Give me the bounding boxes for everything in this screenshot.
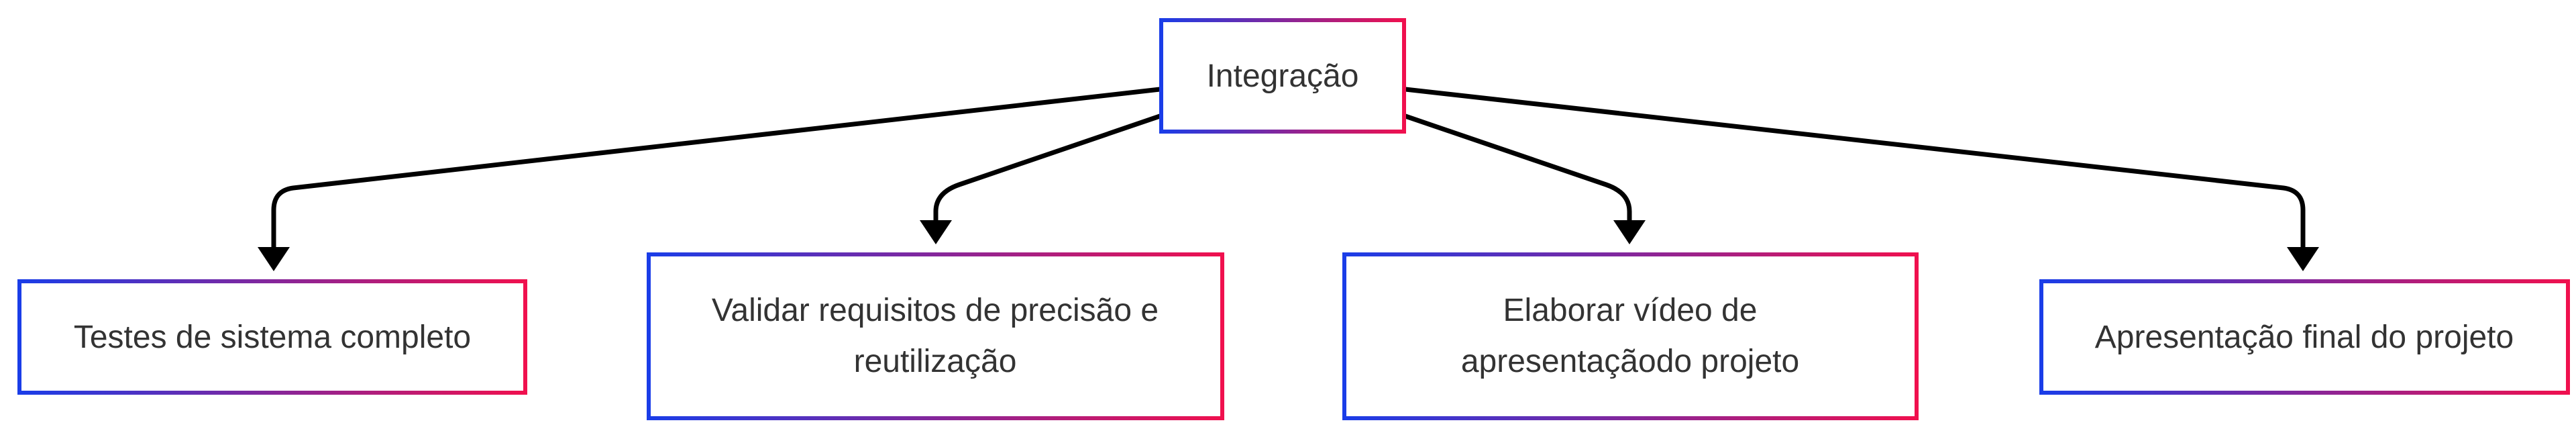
node-root-label: Integração [1207,58,1359,94]
node-elaborar-box [1342,252,1919,420]
arrowhead-testes [258,247,290,271]
node-apresentacao: Apresentação final do projeto [2039,279,2570,395]
node-testes-label: Testes de sistema completo [74,320,471,355]
edge-root-to-apresentacao [1403,87,2306,254]
node-elaborar-label-line1: Elaborar vídeo de [1503,293,1758,328]
node-apresentacao-box [2039,279,2570,395]
node-root: Integração [1159,18,1406,134]
node-elaborar-label-line2: apresentaçãodo projeto [1461,344,1799,379]
node-testes-box [17,279,527,395]
edge-root-to-validar [933,113,1163,227]
node-validar-box [647,252,1224,420]
node-elaborar: Elaborar vídeo de apresentaçãodo projeto [1342,252,1919,420]
arrowhead-validar [920,220,952,244]
node-validar-label-line2: reutilização [854,344,1017,379]
node-validar: Validar requisitos de precisão e reutili… [647,252,1224,420]
edge-root-to-elaborar [1403,113,1632,227]
edge-root-to-testes [271,87,1163,254]
arrowhead-elaborar [1613,220,1646,244]
node-apresentacao-label: Apresentação final do projeto [2095,320,2514,355]
node-root-box [1159,18,1406,134]
arrowhead-apresentacao [2287,247,2319,271]
node-validar-label-line1: Validar requisitos de precisão e [712,293,1159,328]
node-testes: Testes de sistema completo [17,279,527,395]
edges [258,87,2319,271]
